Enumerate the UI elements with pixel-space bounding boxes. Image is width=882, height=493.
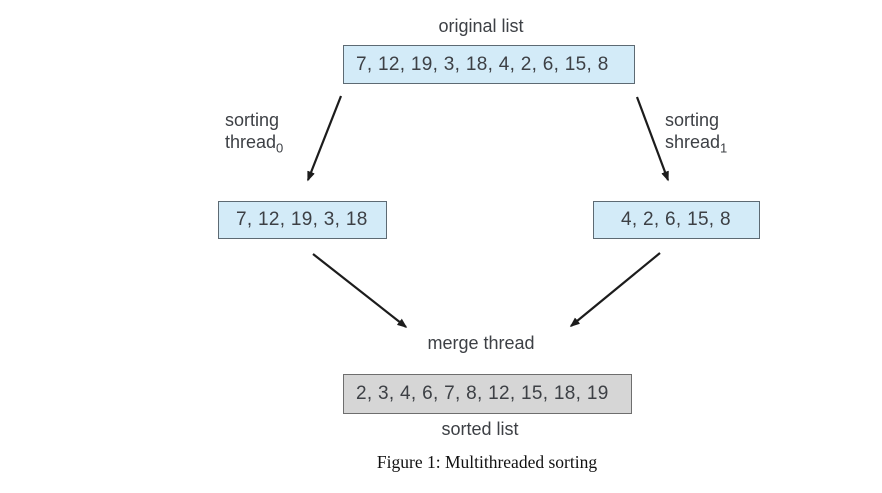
arrow-original-to-right-sublist	[635, 96, 670, 182]
sorting-thread1-subscript: 1	[720, 140, 728, 156]
sorting-thread1-word: sorting	[665, 110, 720, 130]
original-list-values: 7, 12, 19, 3, 18, 4, 2, 6, 15, 8	[356, 53, 609, 75]
original-list-box: 7, 12, 19, 3, 18, 4, 2, 6, 15, 8	[343, 45, 635, 84]
sorted-list-label: sorted list	[441, 419, 519, 439]
figure-caption: Figure 1: Multithreaded sorting	[376, 452, 598, 472]
left-sublist-values: 7, 12, 19, 3, 18	[236, 209, 368, 230]
sorting-thread1-base: shread	[665, 132, 721, 152]
arrow-left-sublist-to-merge	[312, 253, 408, 328]
sorting-thread0-word: sorting	[225, 110, 280, 130]
sorting-thread0-base: thread	[225, 132, 277, 152]
sorted-list-box: 2, 3, 4, 6, 7, 8, 12, 15, 18, 19	[343, 374, 632, 414]
merge-thread-label: merge thread	[427, 333, 535, 353]
arrow-right-sublist-to-merge	[569, 252, 661, 327]
original-list-label: original list	[438, 16, 524, 36]
sorting-thread0-subscript: 0	[276, 140, 284, 156]
arrow-original-to-left-sublist	[306, 95, 343, 182]
left-sublist-box: 7, 12, 19, 3, 18	[218, 201, 387, 239]
right-sublist-box: 4, 2, 6, 15, 8	[593, 201, 760, 239]
sorting-thread0-label: sorting thread0	[225, 109, 284, 156]
sorting-thread1-label: sorting shread1	[665, 109, 728, 156]
right-sublist-values: 4, 2, 6, 15, 8	[621, 209, 731, 230]
sorted-list-values: 2, 3, 4, 6, 7, 8, 12, 15, 18, 19	[356, 383, 609, 404]
